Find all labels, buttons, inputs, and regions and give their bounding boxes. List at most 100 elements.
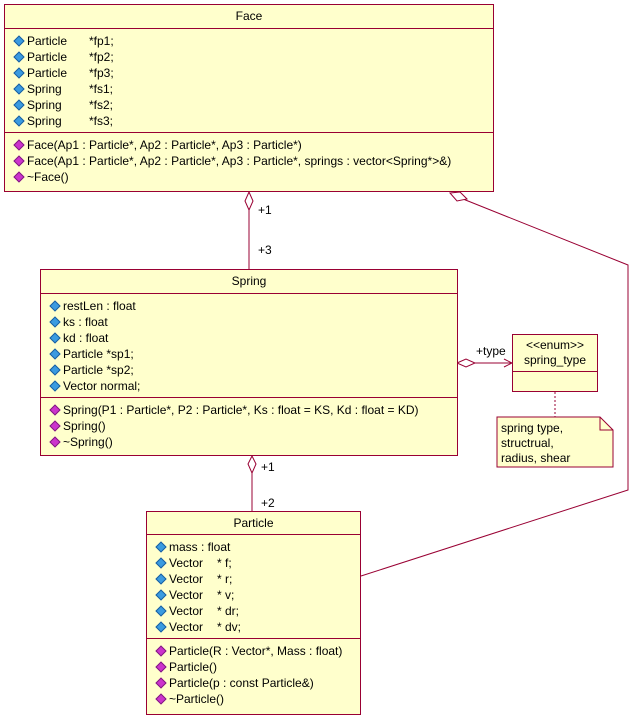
operation-row[interactable]: ~Spring() xyxy=(49,434,457,450)
attribute-text: Particle xyxy=(27,34,68,48)
attribute-icon xyxy=(49,332,61,344)
operation-icon xyxy=(49,436,61,448)
operation-icon xyxy=(13,139,25,151)
operation-signature: ~Face() xyxy=(27,170,69,184)
operation-row[interactable]: Face(Ap1 : Particle*, Ap2 : Particle*, A… xyxy=(13,153,493,169)
operation-icon xyxy=(155,661,167,673)
attribute-name: *fs1; xyxy=(89,82,114,96)
face-spring-aggregation-diamond xyxy=(244,190,254,212)
attribute-row[interactable]: Spring *fs3; xyxy=(13,113,493,129)
attribute-text: Spring xyxy=(27,82,62,96)
operation-row[interactable]: Particle(R : Vector*, Mass : float) xyxy=(155,643,360,659)
face-spring-multiplicity-source: +1 xyxy=(258,203,272,217)
spring-type-enum-name: spring_type xyxy=(523,353,587,367)
operation-signature: ~Spring() xyxy=(63,435,113,449)
attribute-text: Vector xyxy=(169,620,204,634)
face-attributes: Particle*fp1;Particle*fp2;Particle*fp3;S… xyxy=(5,29,493,133)
face-class-name: Face xyxy=(5,5,493,29)
attribute-icon xyxy=(13,67,25,79)
attribute-name: * dv; xyxy=(217,620,242,634)
attribute-text: Spring xyxy=(27,98,62,112)
attribute-name: * v; xyxy=(217,588,235,602)
face-particle-aggregation-diamond xyxy=(448,191,469,202)
attribute-icon xyxy=(13,83,25,95)
operation-signature: ~Particle() xyxy=(169,692,225,706)
attribute-row[interactable]: kd : float xyxy=(49,330,457,346)
operation-icon xyxy=(155,693,167,705)
attribute-icon xyxy=(49,348,61,360)
attribute-text: Particle xyxy=(27,66,68,80)
face-spring-multiplicity-target: +3 xyxy=(258,243,272,257)
spring-type-enum[interactable]: <<enum>> spring_type xyxy=(512,334,598,392)
attribute-icon xyxy=(13,99,25,111)
attribute-row[interactable]: Spring *fs2; xyxy=(13,97,493,113)
particle-class-name: Particle xyxy=(147,512,360,535)
attribute-icon xyxy=(49,380,61,392)
spring-class[interactable]: Spring restLen : float ks : float kd : flo… xyxy=(40,269,458,456)
attribute-name: *fs3; xyxy=(89,114,114,128)
attribute-text: Vector xyxy=(169,588,204,602)
operation-row[interactable]: Face(Ap1 : Particle*, Ap2 : Particle*, A… xyxy=(13,137,493,153)
attribute-name: * r; xyxy=(217,572,233,586)
spring-type-role-label: +type xyxy=(476,344,506,358)
attribute-row[interactable]: Particle*fp1; xyxy=(13,33,493,49)
particle-operations: Particle(R : Vector*, Mass : float)Parti… xyxy=(147,639,360,714)
spring-type-enum-stereotype: <<enum>> xyxy=(525,338,585,352)
attribute-icon xyxy=(155,605,167,617)
operation-signature: Particle(R : Vector*, Mass : float) xyxy=(169,644,343,658)
spring-particle-aggregation-diamond xyxy=(247,454,257,475)
attribute-row[interactable]: Vector * v; xyxy=(155,587,360,603)
attribute-row[interactable]: Particle *sp1; xyxy=(49,346,457,362)
operation-row[interactable]: Particle() xyxy=(155,659,360,675)
attribute-row[interactable]: Spring *fs1; xyxy=(13,81,493,97)
attribute-row[interactable]: mass : float xyxy=(155,539,360,555)
attribute-row[interactable]: restLen : float xyxy=(49,298,457,314)
attribute-row[interactable]: ks : float xyxy=(49,314,457,330)
attribute-text: restLen : float xyxy=(63,299,136,313)
attribute-icon xyxy=(49,300,61,312)
attribute-icon xyxy=(155,573,167,585)
operation-row[interactable]: ~Face() xyxy=(13,169,493,185)
attribute-icon xyxy=(155,589,167,601)
attribute-row[interactable]: Particle*fp3; xyxy=(13,65,493,81)
operation-icon xyxy=(49,404,61,416)
attribute-row[interactable]: Vector * dv; xyxy=(155,619,360,635)
operation-signature: Particle(p : const Particle&) xyxy=(169,676,314,690)
attribute-row[interactable]: Vector * r; xyxy=(155,571,360,587)
attribute-row[interactable]: Particle *sp2; xyxy=(49,362,457,378)
spring-particle-multiplicity-source: +1 xyxy=(261,460,275,474)
attribute-text: Vector xyxy=(169,604,204,618)
attribute-row[interactable]: Vector* dr; xyxy=(155,603,360,619)
operation-row[interactable]: Spring(P1 : Particle*, P2 : Particle*, K… xyxy=(49,402,457,418)
attribute-text: mass : float xyxy=(169,540,231,554)
spring-type-enum-values xyxy=(513,372,597,391)
spring-particle-multiplicity-target: +2 xyxy=(261,496,275,510)
attribute-icon xyxy=(155,541,167,553)
spring-type-enum-header: <<enum>> spring_type xyxy=(513,335,597,372)
spring-operations: Spring(P1 : Particle*, P2 : Particle*, K… xyxy=(41,398,457,455)
operation-icon xyxy=(13,171,25,183)
attribute-row[interactable]: Vector normal; xyxy=(49,378,457,394)
attribute-text: Vector xyxy=(169,572,204,586)
attribute-text: kd : float xyxy=(63,331,109,345)
spring-class-name: Spring xyxy=(41,270,457,294)
operation-signature: Face(Ap1 : Particle*, Ap2 : Particle*, A… xyxy=(27,138,302,152)
operation-row[interactable]: Particle(p : const Particle&) xyxy=(155,675,360,691)
face-operations: Face(Ap1 : Particle*, Ap2 : Particle*, A… xyxy=(5,133,493,191)
attribute-text: ks : float xyxy=(63,315,108,329)
operation-icon xyxy=(13,155,25,167)
operation-row[interactable]: Spring() xyxy=(49,418,457,434)
operation-signature: Spring() xyxy=(63,419,106,433)
attribute-icon xyxy=(49,316,61,328)
attribute-text: Spring xyxy=(27,114,62,128)
attribute-icon xyxy=(155,621,167,633)
attribute-row[interactable]: Particle*fp2; xyxy=(13,49,493,65)
attribute-row[interactable]: Vector* f; xyxy=(155,555,360,571)
note-shape xyxy=(496,416,614,468)
operation-row[interactable]: ~Particle() xyxy=(155,691,360,707)
attribute-name: * f; xyxy=(217,556,232,570)
face-class[interactable]: Face Particle*fp1;Particle*fp2;Particle*… xyxy=(4,4,494,192)
attribute-name: *fs2; xyxy=(89,98,114,112)
